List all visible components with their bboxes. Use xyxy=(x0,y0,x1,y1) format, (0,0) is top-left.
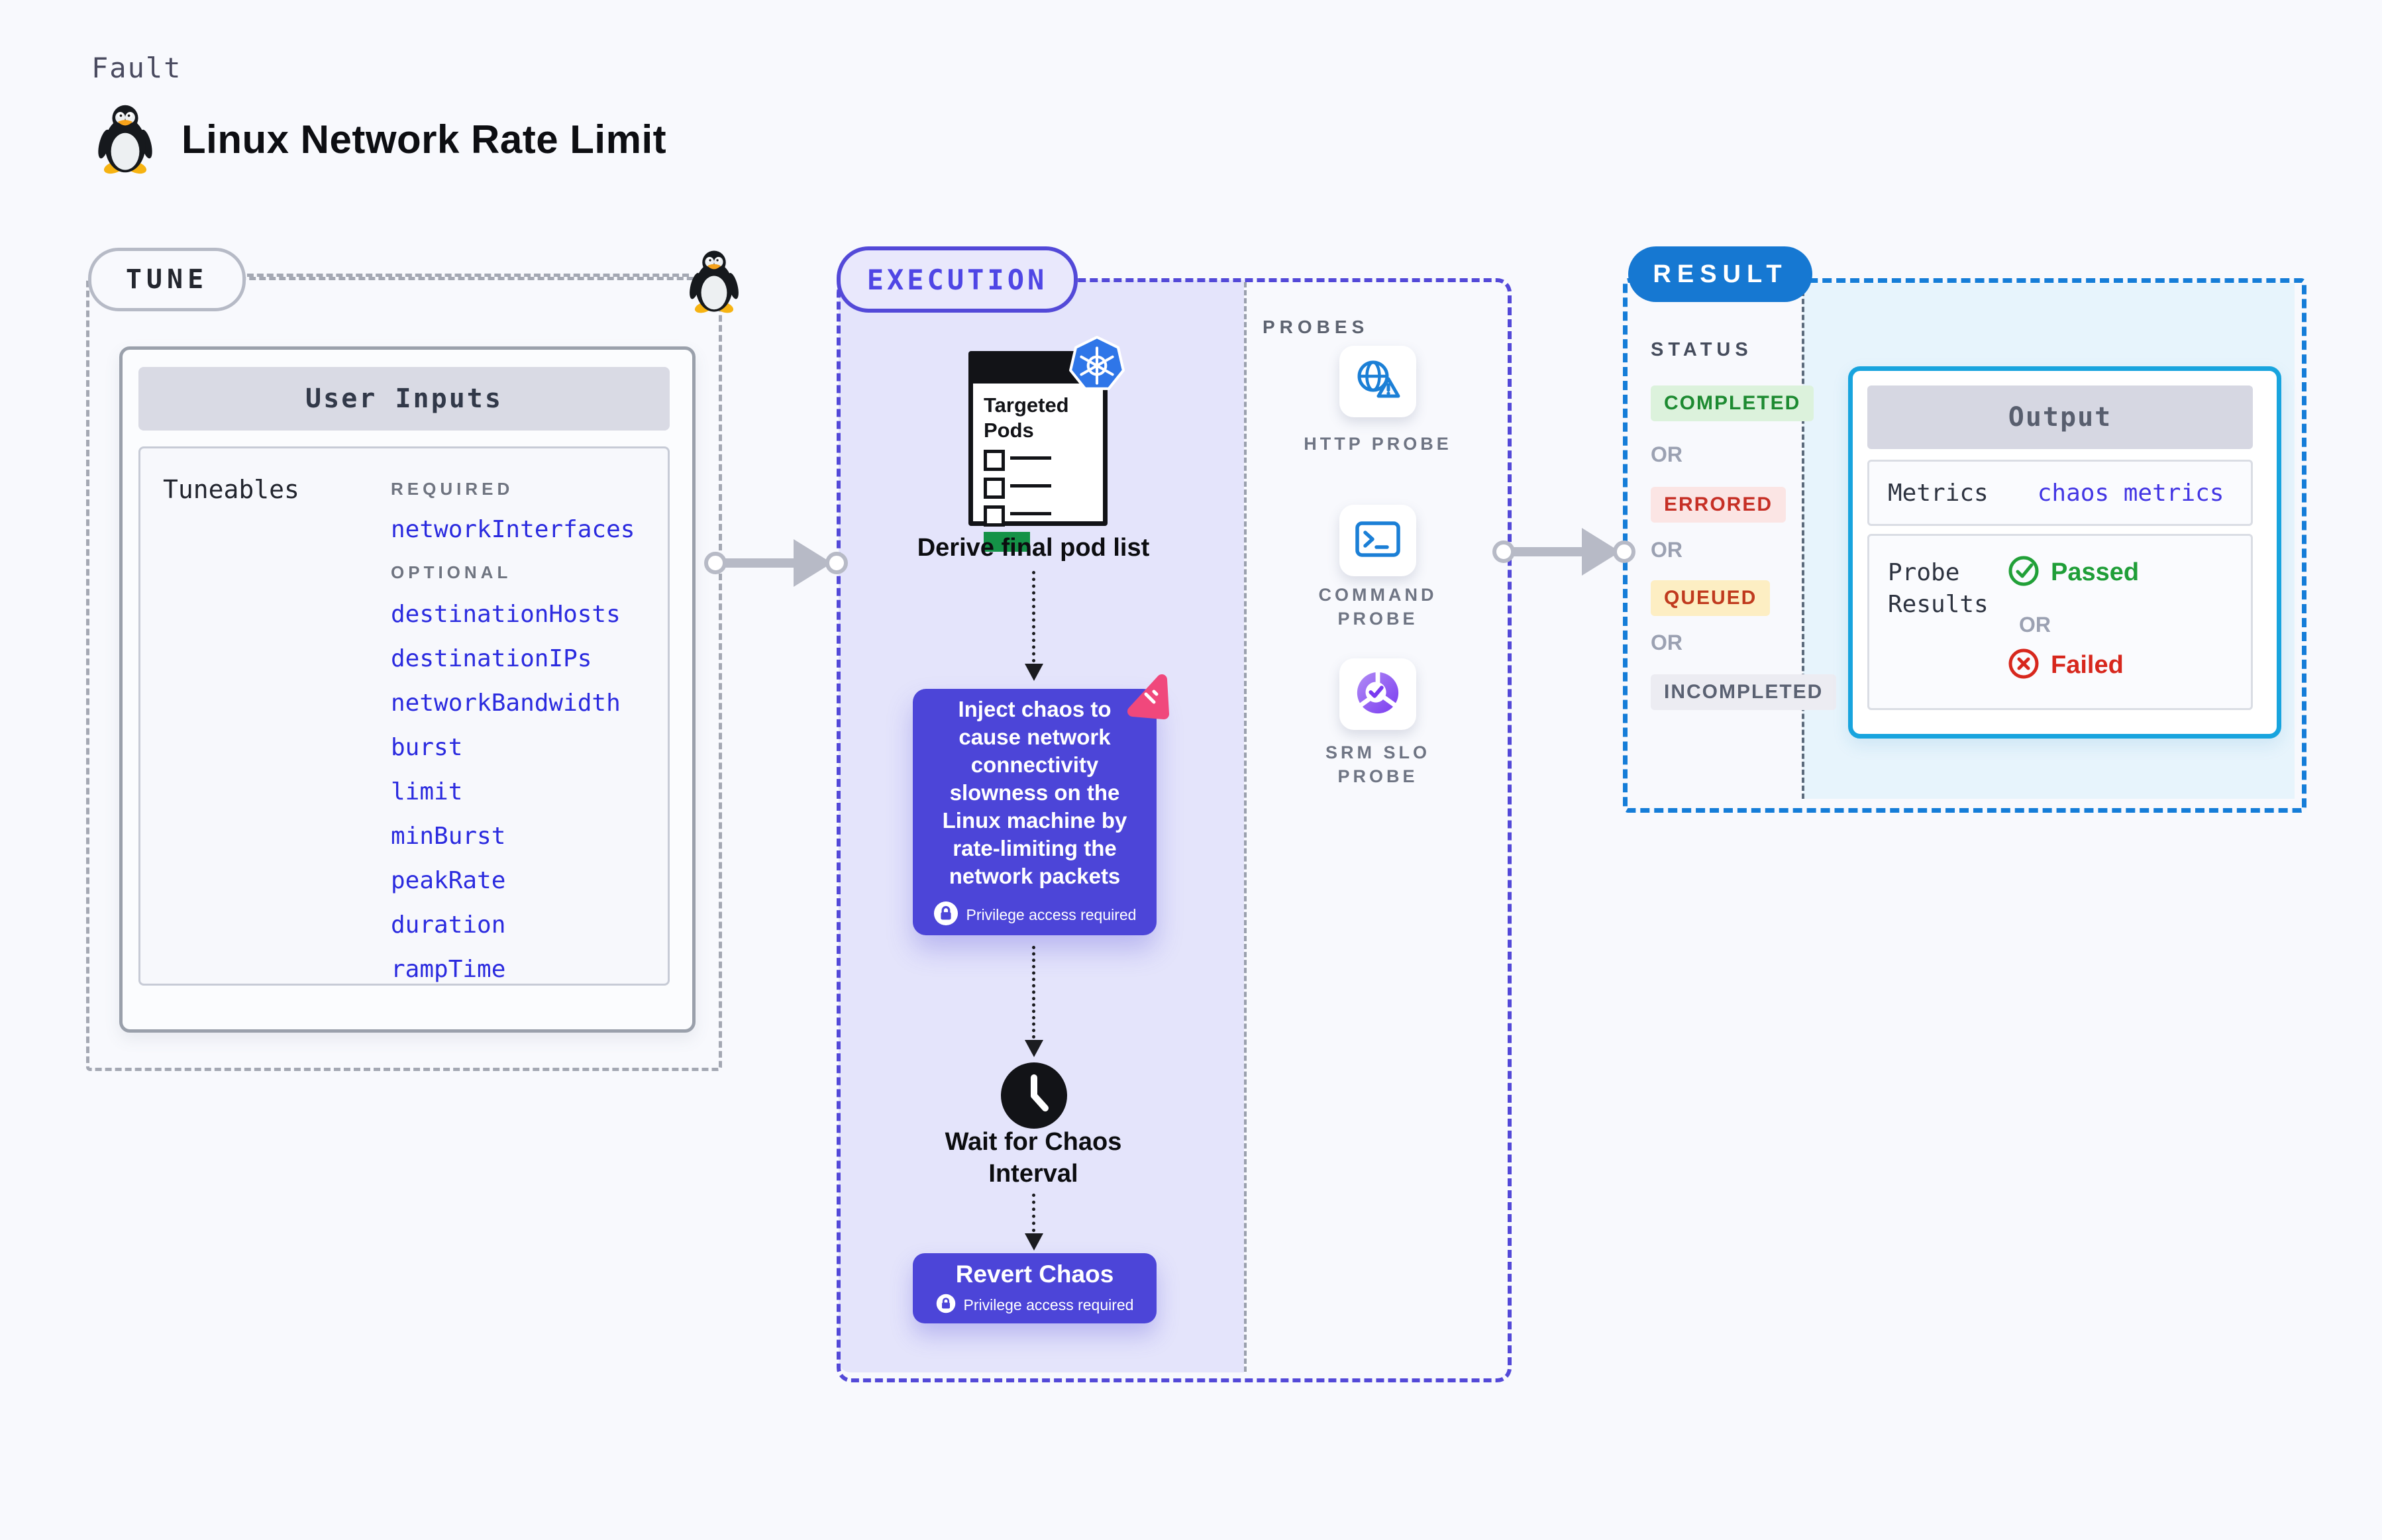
flow-arrowhead xyxy=(1025,1040,1043,1057)
user-inputs-title: User Inputs xyxy=(138,367,670,431)
param-destinationIPs: destinationIPs xyxy=(391,645,592,672)
fault-kind-label: Fault xyxy=(91,52,182,84)
tune-section-box xyxy=(86,277,722,1071)
http-probe-card xyxy=(1339,346,1416,417)
linux-tux-icon xyxy=(94,103,156,175)
connector-ring xyxy=(825,552,848,574)
pod-checkbox xyxy=(984,505,1005,527)
privilege-label: Privilege access required xyxy=(966,905,1137,923)
pod-line xyxy=(1010,484,1051,488)
command-probe-label: COMMAND PROBE xyxy=(1318,585,1437,629)
param-rampTime: rampTime xyxy=(391,956,506,983)
metrics-value: chaos metrics xyxy=(2037,479,2224,507)
connector-ring xyxy=(1492,540,1515,563)
failed-result: Failed xyxy=(2007,647,2124,684)
result-badge: RESULT xyxy=(1628,246,1812,302)
srm-slo-probe-label: SRM SLO PROBE xyxy=(1325,743,1430,786)
pod-line xyxy=(1010,456,1051,460)
status-incompleted-badge: INCOMPLETED xyxy=(1651,674,1837,710)
flow-arrowhead xyxy=(1025,1233,1043,1251)
execution-section-box xyxy=(837,278,1512,1382)
lock-icon xyxy=(936,1294,956,1317)
passed-label: Passed xyxy=(2051,558,2140,586)
tuneables-label: Tuneables xyxy=(163,475,299,504)
flow-dotted-line xyxy=(1032,1194,1035,1232)
linux-tux-corner-icon xyxy=(686,249,743,314)
execution-to-result-arrow xyxy=(1507,547,1585,556)
pod-line xyxy=(1010,512,1051,515)
probe-results-label: Probe Results xyxy=(1888,559,1989,618)
param-burst: burst xyxy=(391,734,463,761)
inject-chaos-step: Inject chaos to cause network connectivi… xyxy=(913,689,1157,935)
pods-green-bar xyxy=(984,532,1030,552)
pod-checkbox xyxy=(984,478,1005,499)
output-title: Output xyxy=(1867,385,2253,449)
result-divider xyxy=(1802,283,1804,799)
connector-ring xyxy=(1613,540,1635,563)
param-duration: duration xyxy=(391,911,506,939)
derive-pod-list-label: Derive final pod list xyxy=(917,534,1150,562)
status-errored-badge: ERRORED xyxy=(1651,487,1786,523)
metrics-row: Metrics chaos metrics xyxy=(1867,460,2253,526)
revert-chaos-label: Revert Chaos xyxy=(955,1260,1114,1288)
flow-dotted-line xyxy=(1032,946,1035,1039)
param-destinationHosts: destinationHosts xyxy=(391,601,621,628)
status-queued-badge: QUEUED xyxy=(1651,580,1771,616)
targeted-pods-label: Targeted Pods xyxy=(984,393,1069,442)
or-separator: OR xyxy=(1651,631,1683,654)
tune-to-execution-arrow xyxy=(719,558,798,568)
param-limit: limit xyxy=(391,778,463,805)
slo-donut-check-icon xyxy=(1354,669,1402,720)
failed-label: Failed xyxy=(2051,651,2124,679)
tune-connector-dash xyxy=(237,274,689,277)
required-heading: REQUIRED xyxy=(391,479,514,499)
pod-checkbox xyxy=(984,450,1005,471)
flow-arrowhead xyxy=(1025,664,1043,681)
tune-badge: TUNE xyxy=(88,248,246,311)
flow-dotted-line xyxy=(1032,571,1035,662)
x-circle-icon xyxy=(2007,647,2040,684)
probes-divider xyxy=(1244,282,1247,1372)
status-completed-badge: COMPLETED xyxy=(1651,385,1814,421)
clock-icon xyxy=(999,1060,1069,1131)
terminal-icon xyxy=(1354,518,1402,564)
privilege-row: Privilege access required xyxy=(933,901,1137,929)
http-probe-label: HTTP PROBE xyxy=(1304,434,1452,454)
privilege-row: Privilege access required xyxy=(936,1294,1134,1317)
optional-heading: OPTIONAL xyxy=(391,562,512,582)
metrics-label: Metrics xyxy=(1888,479,1989,507)
lock-icon xyxy=(933,901,958,929)
inject-chaos-text: Inject chaos to cause network connectivi… xyxy=(942,696,1127,888)
passed-result: Passed xyxy=(2007,554,2139,591)
globe-warning-icon xyxy=(1354,358,1402,405)
chaos-pink-icon xyxy=(1122,672,1174,727)
output-card: Output Metrics chaos metrics Probe Resul… xyxy=(1848,366,2281,739)
wait-chaos-interval-label: Wait for Chaos Interval xyxy=(945,1128,1122,1188)
param-peakRate: peakRate xyxy=(391,867,506,894)
kubernetes-icon xyxy=(1068,336,1125,393)
or-separator: OR xyxy=(2019,613,2051,637)
or-separator: OR xyxy=(1651,442,1683,466)
connector-ring xyxy=(704,552,727,574)
param-minBurst: minBurst xyxy=(391,823,506,850)
probes-heading: PROBES xyxy=(1263,317,1369,337)
tuneables-panel: Tuneables REQUIRED networkInterfaces OPT… xyxy=(138,446,670,986)
check-circle-icon xyxy=(2007,554,2040,591)
targeted-pods-icon: Targeted Pods xyxy=(968,336,1125,552)
command-probe-card xyxy=(1339,505,1416,576)
revert-chaos-step: Revert Chaos Privilege access required xyxy=(913,1253,1157,1323)
param-networkBandwidth: networkBandwidth xyxy=(391,690,621,717)
privilege-label: Privilege access required xyxy=(963,1296,1134,1313)
srm-slo-probe-card xyxy=(1339,658,1416,730)
or-separator: OR xyxy=(1651,538,1683,562)
user-inputs-card: User Inputs Tuneables REQUIRED networkIn… xyxy=(119,346,696,1033)
execution-badge: EXECUTION xyxy=(837,246,1078,313)
param-networkInterfaces: networkInterfaces xyxy=(391,516,635,543)
status-heading: STATUS xyxy=(1651,339,1753,360)
probe-results-row: Probe Results Passed OR xyxy=(1867,534,2253,710)
page-title: Linux Network Rate Limit xyxy=(181,117,667,162)
